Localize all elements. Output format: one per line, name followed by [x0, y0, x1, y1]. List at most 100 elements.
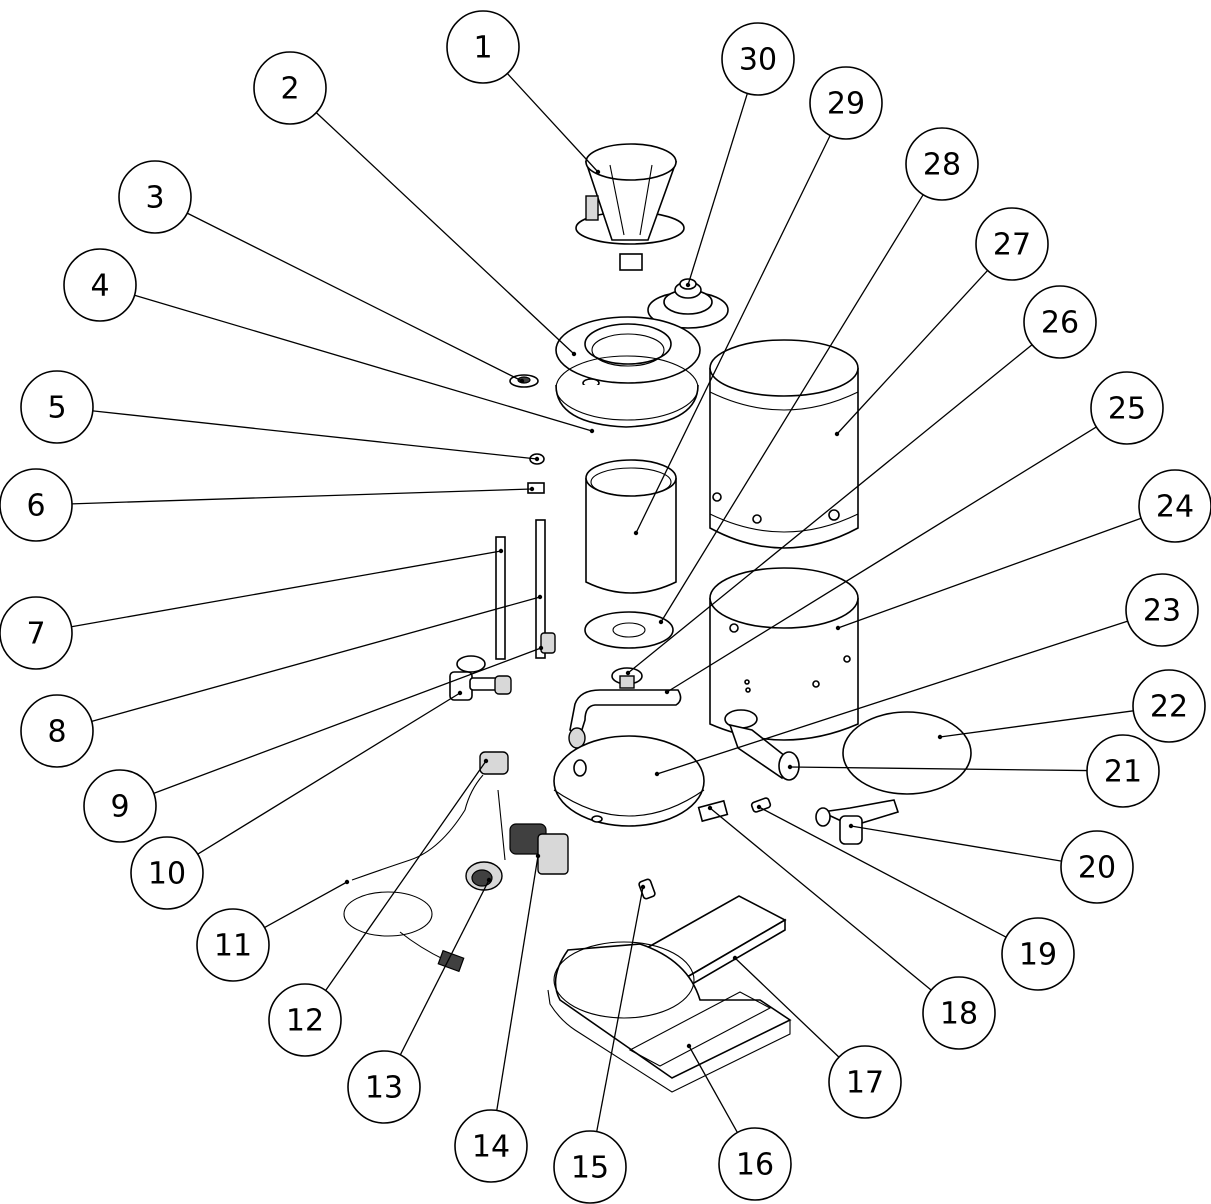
callout-29: 29 — [809, 66, 883, 140]
callout-number: 24 — [1156, 490, 1194, 525]
callout-number: 26 — [1041, 306, 1079, 341]
part-14-switch-block — [509, 823, 569, 875]
callout-30: 30 — [721, 22, 795, 96]
leader-line-24 — [837, 517, 1142, 629]
leader-lines — [71, 73, 1142, 1133]
leader-dot-30 — [685, 282, 691, 288]
leader-line-30 — [687, 93, 748, 286]
leader-dot-19 — [756, 804, 762, 810]
callout-circle — [721, 22, 795, 96]
part-20-faucet — [815, 799, 900, 845]
callout-circle — [553, 1130, 627, 1204]
callout-4: 4 — [63, 248, 137, 322]
leader-dot-13 — [486, 877, 492, 883]
part-30-lid-knob — [647, 278, 729, 329]
callout-circle — [905, 127, 979, 201]
callout-circle — [63, 248, 137, 322]
callout-number: 11 — [214, 929, 252, 964]
leader-dot-9 — [538, 645, 544, 651]
leader-line-1 — [506, 73, 599, 173]
part-10-faucet — [449, 655, 512, 701]
callout-circle — [347, 1050, 421, 1124]
callout-7: 7 — [0, 596, 73, 670]
callout-circle — [20, 370, 94, 444]
callout-number: 13 — [365, 1071, 403, 1106]
callout-19: 19 — [1001, 917, 1075, 991]
leader-line-21 — [789, 766, 1088, 772]
callout-number: 27 — [993, 228, 1031, 263]
callout-15: 15 — [553, 1130, 627, 1204]
leader-dot-24 — [835, 625, 841, 631]
callout-circle — [1086, 734, 1160, 808]
leader-line-26 — [627, 344, 1033, 674]
leader-line-11 — [264, 881, 348, 929]
callout-number: 19 — [1019, 938, 1057, 973]
part-8-rod — [535, 519, 546, 659]
parts-group — [343, 143, 972, 1093]
leader-dot-20 — [848, 823, 854, 829]
callout-circle — [0, 596, 73, 670]
callout-number: 9 — [110, 790, 129, 825]
leader-dot-22 — [937, 734, 943, 740]
leader-dot-25 — [664, 689, 670, 695]
callout-circle — [1060, 830, 1134, 904]
leader-dot-12 — [483, 758, 489, 764]
callout-23: 23 — [1125, 573, 1199, 647]
callout-number: 23 — [1143, 594, 1181, 629]
part-wire — [497, 789, 506, 861]
callout-number: 3 — [145, 181, 164, 216]
leader-dot-3 — [519, 378, 525, 384]
part-2-top-ring — [555, 316, 701, 388]
leader-dot-5 — [534, 456, 540, 462]
part-7-rod — [495, 536, 506, 660]
callout-circle — [1138, 469, 1211, 543]
callout-circle — [975, 207, 1049, 281]
callout-number: 29 — [827, 87, 865, 122]
part-11-power-cord — [343, 774, 484, 973]
part-16-base-tray — [547, 941, 792, 1093]
leader-line-19 — [758, 806, 1007, 938]
leader-line-6 — [71, 488, 533, 505]
part-6-clip — [527, 482, 545, 494]
callout-circle — [1125, 573, 1199, 647]
callout-circle — [20, 694, 94, 768]
callout-circle — [1132, 669, 1206, 743]
callout-22: 22 — [1132, 669, 1206, 743]
callout-number: 8 — [47, 715, 66, 750]
callout-number: 17 — [846, 1066, 884, 1101]
part-15-pin — [638, 878, 656, 900]
part-29-inner-cylinder — [585, 459, 677, 594]
leader-line-7 — [71, 550, 502, 628]
part-24-lower-housing — [709, 567, 859, 741]
callout-10: 10 — [130, 836, 204, 910]
part-28-disk-plate — [584, 611, 674, 649]
callout-27: 27 — [975, 207, 1049, 281]
leader-line-22 — [939, 710, 1134, 738]
callout-number: 25 — [1108, 392, 1146, 427]
callout-number: 22 — [1150, 690, 1188, 725]
callout-circle — [118, 160, 192, 234]
leader-dot-8 — [537, 594, 543, 600]
callout-number: 28 — [923, 148, 961, 183]
leader-line-28 — [660, 194, 924, 623]
callout-16: 16 — [718, 1127, 792, 1201]
part-27-outer-tank — [709, 339, 859, 549]
callout-number: 7 — [26, 617, 45, 652]
leader-line-14 — [496, 855, 539, 1111]
leader-dot-27 — [834, 431, 840, 437]
callout-number: 18 — [940, 997, 978, 1032]
callout-17: 17 — [828, 1045, 902, 1119]
callout-number: 4 — [90, 269, 109, 304]
callout-number: 20 — [1078, 851, 1116, 886]
leader-dot-23 — [654, 771, 660, 777]
callout-number: 10 — [148, 857, 186, 892]
callout-12: 12 — [268, 983, 342, 1057]
leader-dot-21 — [787, 764, 793, 770]
leader-line-18 — [709, 807, 932, 991]
leader-dot-29 — [633, 530, 639, 536]
part-1-filter-funnel — [575, 143, 685, 271]
part-12-connector — [479, 751, 509, 775]
callout-number: 30 — [739, 43, 777, 78]
